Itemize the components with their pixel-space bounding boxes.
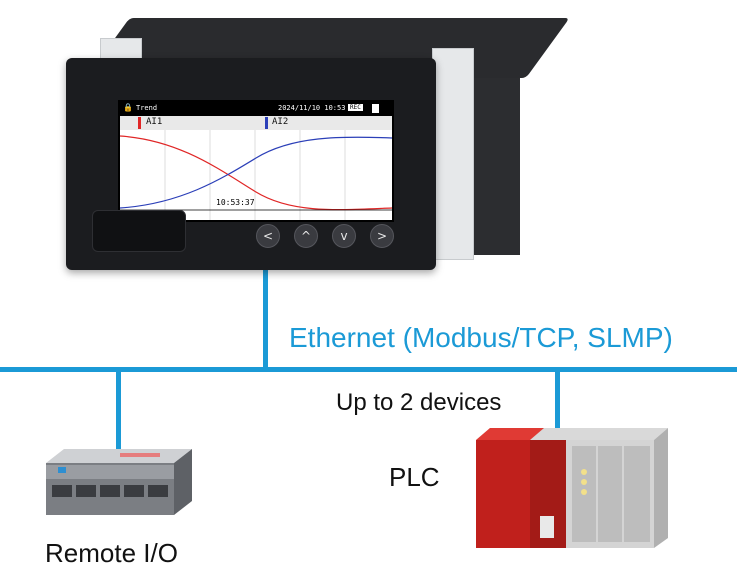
ethernet-label: Ethernet (Modbus/TCP, SLMP) bbox=[289, 322, 673, 353]
series-ai2-curve bbox=[120, 136, 392, 209]
plc-device bbox=[476, 428, 668, 548]
channel-1-label: AI1 bbox=[146, 117, 163, 127]
plc-label: PLC bbox=[389, 462, 440, 492]
screen-title-bar: 🔒 Trend 2024/11/10 10:53 REC bbox=[120, 102, 392, 116]
remote-io-device bbox=[46, 449, 192, 515]
remote-io-uplink bbox=[116, 370, 121, 454]
mounting-clip-right bbox=[432, 48, 474, 260]
channel-2-label: AI2 bbox=[272, 117, 289, 127]
chevron-down-icon[interactable]: v bbox=[332, 224, 356, 248]
mounting-clip-left bbox=[100, 38, 142, 60]
recorder-uplink bbox=[263, 258, 268, 370]
chevron-right-icon[interactable]: > bbox=[370, 224, 394, 248]
chevron-up-icon[interactable]: ^ bbox=[294, 224, 318, 248]
lock-icon: 🔒 bbox=[123, 103, 133, 112]
screen-title: Trend bbox=[136, 104, 158, 112]
channel-bar: AI1 AI2 bbox=[120, 116, 392, 130]
plc-uplink bbox=[555, 370, 560, 438]
rec-badge: REC bbox=[348, 104, 363, 111]
device-limit-label: Up to 2 devices bbox=[336, 389, 502, 416]
time-label: 10:53:37 bbox=[216, 198, 255, 207]
screen-datetime: 2024/11/10 10:53 bbox=[278, 104, 346, 112]
channel-1-marker bbox=[138, 117, 141, 129]
recorder-screen: 🔒 Trend 2024/11/10 10:53 REC AI1 AI2 10:… bbox=[118, 100, 394, 222]
channel-2-marker bbox=[265, 117, 268, 129]
ethernet-line bbox=[0, 367, 737, 372]
remote-io-label: Remote I/O bbox=[45, 538, 178, 568]
chevron-left-icon[interactable]: < bbox=[256, 224, 280, 248]
recorder-knob[interactable] bbox=[92, 210, 186, 252]
series-ai1-curve bbox=[120, 135, 392, 211]
sd-card-icon bbox=[372, 104, 379, 113]
trend-plot bbox=[120, 130, 392, 220]
